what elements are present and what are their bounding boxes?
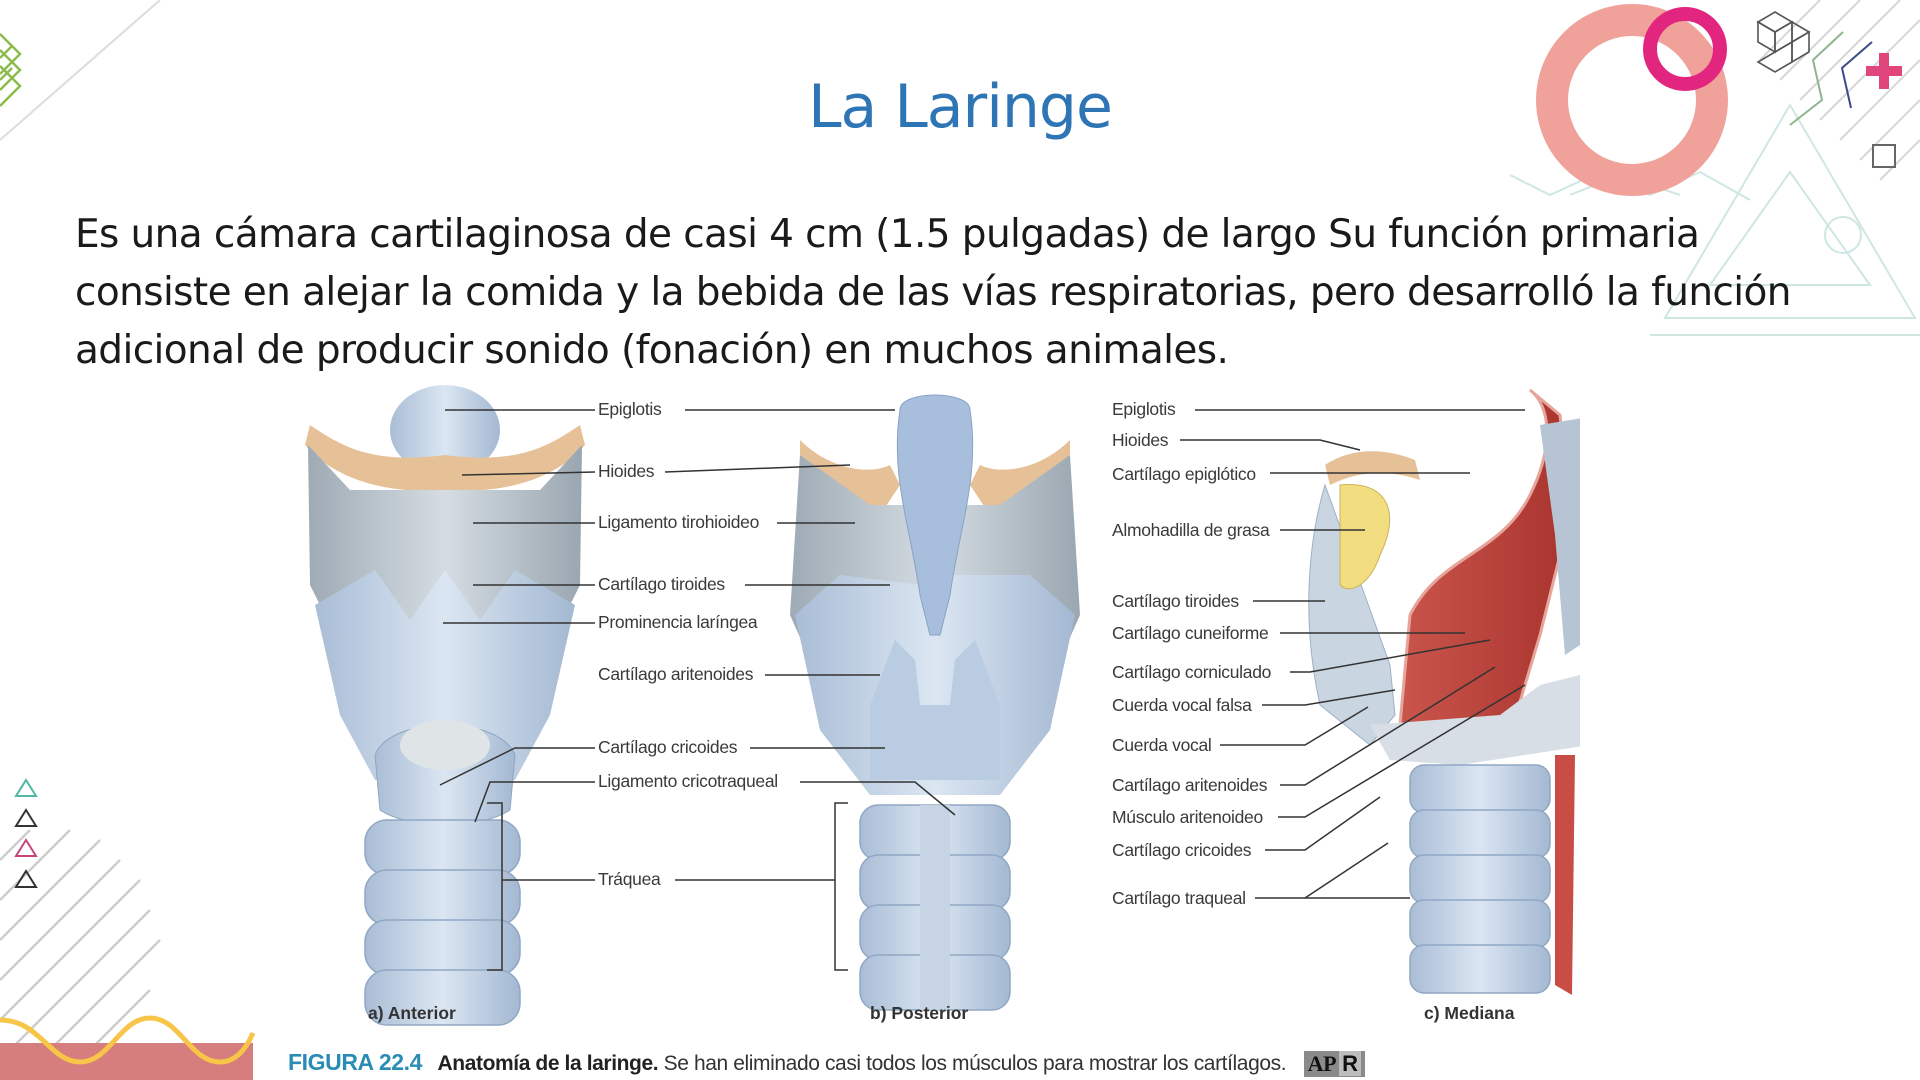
label-musculo-aritenoideo: Músculo aritenoideo [1112,807,1263,827]
label-cartilago-cricoides-mediana: Cartílago cricoides [1112,840,1252,860]
green-diamond-icon [0,33,22,107]
label-cartilago-cuneiforme: Cartílago cuneiforme [1112,623,1269,643]
larynx-illustration [305,385,1580,1026]
navy-zigzag [1840,41,1873,109]
label-ligamento-cricotraqueal: Ligamento cricotraqueal [598,771,778,791]
body-line: Es una cámara cartilaginosa de casi 4 cm… [75,212,1700,257]
figure-caption-title: Anatomía de la laringe. [437,1052,659,1075]
view-label-mediana: c) Mediana [1424,1003,1515,1023]
cubes-icon [1756,11,1811,73]
label-cartilago-aritenoides: Cartílago aritenoides [598,664,754,684]
label-epiglotis: Epiglotis [598,399,662,419]
label-prominencia-laringea: Prominencia laríngea [598,612,758,632]
body-line: consiste en alejar la comida y la bebida… [75,270,1792,315]
median-view-drawing [1180,388,1580,995]
yellow-wave [0,1015,256,1065]
body-line: adicional de producir sonido (fonación) … [75,328,1229,373]
view-label-anterior: a) Anterior [368,1003,456,1023]
bottom-left-hatch [0,829,161,1080]
body-paragraph: Es una cámara cartilaginosa de casi 4 cm… [75,206,1855,380]
top-left-diagonal-line [0,0,161,141]
label-hioides-mediana: Hioides [1112,430,1169,450]
label-ligamento-tirohioideo: Ligamento tirohioideo [598,512,760,532]
label-hioides: Hioides [598,461,655,481]
figure-caption: FIGURA 22.4 Anatomía de la laringe. Se h… [288,1049,1365,1078]
view-label-posterior: b) Posterior [870,1003,969,1023]
posterior-view-drawing [664,394,1080,1011]
label-cuerda-vocal: Cuerda vocal [1112,735,1212,755]
green-zigzag [1789,31,1844,126]
label-cartilago-aritenoides-mediana: Cartílago aritenoides [1112,775,1268,795]
magenta-ring [1643,7,1727,91]
figure-caption-text: Se han eliminado casi todos los músculos… [663,1052,1287,1075]
pink-ring [1536,4,1728,196]
label-cartilago-traqueal: Cartílago traqueal [1112,888,1246,908]
square-icon [1872,144,1896,168]
label-almohadilla-de-grasa: Almohadilla de grasa [1112,520,1270,540]
plus-icon [1866,53,1902,89]
figure-number: FIGURA 22.4 [288,1049,423,1075]
label-traquea: Tráquea [598,869,661,889]
label-cartilago-corniculado: Cartílago corniculado [1112,662,1272,682]
label-cartilago-tiroides: Cartílago tiroides [598,574,725,594]
larynx-figure: Epiglotis Hioides Ligamento tirohioideo … [280,385,1580,1080]
black-triangle-icon [14,808,38,827]
label-epiglotis-mediana: Epiglotis [1112,399,1176,419]
anterior-view-drawing [305,385,596,1026]
label-cartilago-tiroides-mediana: Cartílago tiroides [1112,591,1239,611]
teal-triangle-icon [14,778,38,797]
pink-triangle-icon [14,838,38,857]
label-cuerda-vocal-falsa: Cuerda vocal falsa [1112,695,1252,715]
black-triangle-icon [14,869,38,888]
slide-title: La Laringe [808,72,1113,142]
label-cartilago-cricoides: Cartílago cricoides [598,737,738,757]
top-right-hatch [1759,0,1920,181]
label-cartilago-epiglotico: Cartílago epiglótico [1112,464,1256,484]
